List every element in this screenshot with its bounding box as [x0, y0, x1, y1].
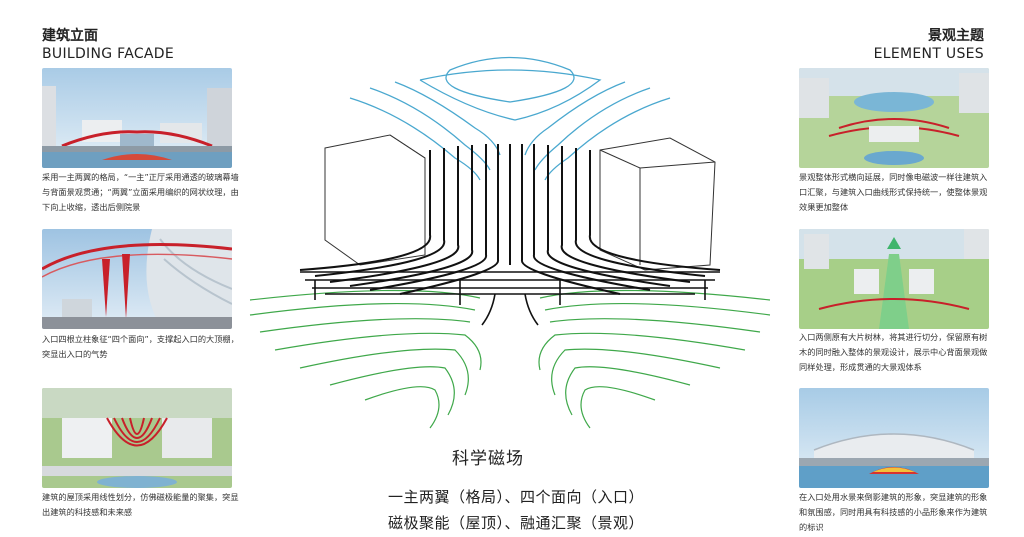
water-feature-image: [799, 388, 989, 488]
water-feature-caption: 在入口处用水景来倒影建筑的形象，突显建筑的形象和氛围感，同时用具有科技感的小品形…: [799, 492, 988, 532]
concept-line-1: 一主两翼（格局）、四个面向（入口）: [388, 488, 645, 506]
entrance-columns-image: [42, 229, 232, 329]
landscape-caption: 景观整体形式横向延展，同时像电磁波一样往建筑入口汇聚，与建筑入口曲线形式保持统一…: [799, 172, 988, 212]
blue-field-lines: [349, 56, 671, 181]
magnetic-field-diagram: [249, 56, 771, 429]
concept-title: 科学磁场: [452, 449, 524, 469]
green-field-lines: [249, 289, 771, 429]
ground-plane: [300, 271, 720, 326]
right-header-cn: 景观主题: [928, 28, 984, 44]
left-header: 建筑立面 BUILDING FACADE: [42, 28, 174, 63]
entrance-columns-caption: 入口四根立柱象征“四个面向”，支撑起入口的大顶棚，突显出入口的气势: [42, 334, 239, 359]
roof-caption: 建筑的屋顶采用线性划分，仿佛磁极能量的聚集，突显出建筑的科技感和未来感: [42, 492, 239, 517]
forest-axis-caption: 入口两侧原有大片树林，将其进行切分，保留原有树木的同时融入整体的景观设计，展示中…: [799, 332, 988, 372]
building-volumes: [324, 134, 716, 271]
facade-caption: 采用一主两翼的格局，“一主”正厅采用通透的玻璃幕墙与背面景观贯通；“两翼”立面采…: [42, 172, 239, 212]
roof-aerial-image: [42, 388, 232, 488]
right-header-en: ELEMENT USES: [873, 45, 984, 62]
left-header-cn: 建筑立面: [42, 28, 98, 44]
concept-line-2: 磁极聚能（屋顶）、融通汇聚（景观）: [388, 514, 645, 532]
forest-axis-image: [799, 229, 989, 329]
facade-render-image: [42, 68, 232, 168]
left-header-en: BUILDING FACADE: [42, 45, 175, 62]
landscape-aerial-image: [799, 68, 989, 168]
roof-field-lines: [299, 144, 721, 295]
right-header: 景观主题 ELEMENT USES: [874, 28, 984, 63]
